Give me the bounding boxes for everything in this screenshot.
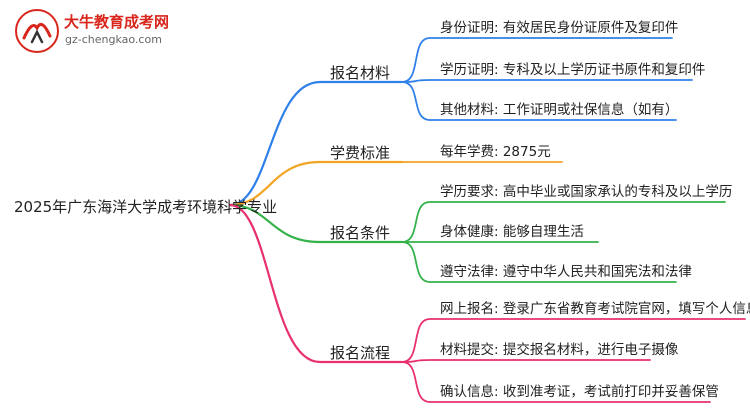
leaf-connector-2-2 — [401, 241, 677, 283]
branch-label-0: 报名材料 — [330, 64, 391, 82]
leaf-label-0-0: 身份证明: 有效居民身份证原件及复印件 — [440, 20, 679, 36]
logo: 大牛教育成考网 gz-chengkao.com — [14, 8, 204, 54]
logo-brand: 大牛教育成考网 — [64, 13, 170, 31]
leaf-label-1-0: 每年学费: 2875元 — [440, 144, 551, 160]
leaf-label-0-1: 学历证明: 专科及以上学历证书原件和复印件 — [440, 62, 706, 78]
leaf-label-2-1: 身体健康: 能够自理生活 — [440, 224, 584, 240]
leaf-connector-0-1 — [401, 79, 693, 83]
leaf-connector-2-0 — [401, 201, 726, 243]
leaf-label-3-0: 网上报名: 登录广东省教育考试院官网，填写个人信息 — [440, 301, 750, 317]
branch-label-1: 学费标准 — [330, 144, 391, 162]
leaf-connector-3-2 — [401, 361, 711, 403]
leaf-connector-3-1 — [401, 359, 651, 363]
leaf-label-3-1: 材料提交: 提交报名材料，进行电子摄像 — [440, 342, 679, 358]
logo-mark-icon — [15, 9, 59, 53]
leaf-connector-3-0 — [401, 318, 746, 363]
branch-label-3: 报名流程 — [330, 344, 391, 362]
leaf-label-0-2: 其他材料: 工作证明或社保信息（如有） — [440, 102, 679, 118]
branch-connector-2 — [228, 203, 404, 244]
leaf-label-3-2: 确认信息: 收到准考证，考试前打印并妥善保管 — [440, 384, 719, 400]
root-node: 2025年广东海洋大学成考环境科学专业 — [14, 198, 278, 216]
leaf-connector-0-2 — [401, 81, 677, 121]
leaf-label-2-2: 遵守法律: 遵守中华人民共和国宪法和法律 — [440, 264, 692, 280]
branch-connector-0 — [228, 80, 404, 207]
branch-connector-1 — [228, 160, 404, 207]
leaf-connector-0-0 — [401, 37, 673, 83]
logo-url: gz-chengkao.com — [65, 33, 162, 46]
leaf-label-2-0: 学历要求: 高中毕业或国家承认的专科及以上学历 — [440, 184, 733, 200]
branch-connector-3 — [228, 203, 404, 364]
branch-label-2: 报名条件 — [330, 224, 391, 242]
